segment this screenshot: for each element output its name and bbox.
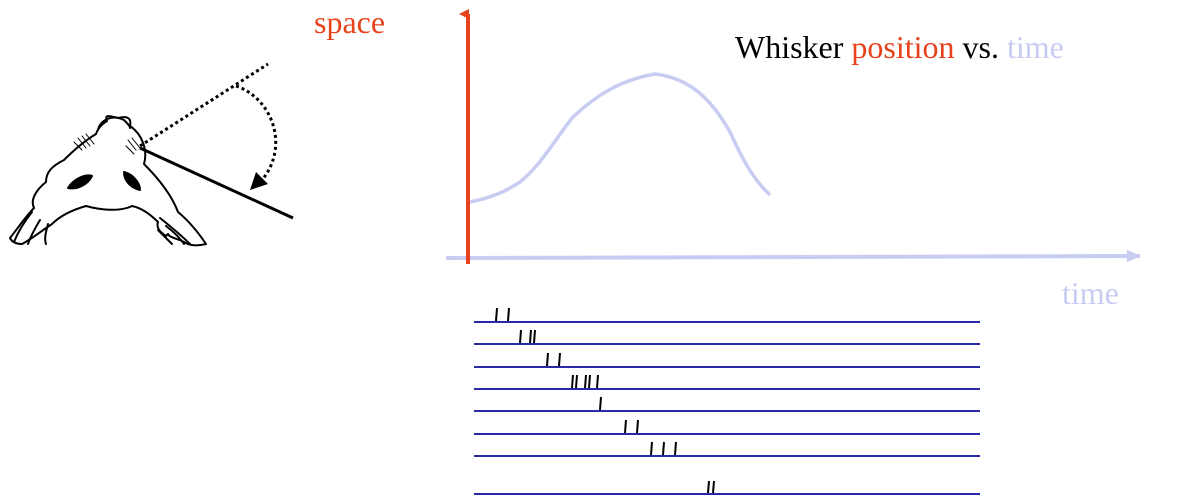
spike-tick [596,374,599,389]
spike-tick [584,374,587,389]
spike-tick [650,441,653,456]
spike-tick [571,374,574,389]
spike-tick [624,419,627,434]
time-axis [445,250,1141,263]
rat-eye-right [123,171,141,191]
spike-tick [712,480,715,494]
spike-tick [674,441,677,456]
spike-tick [588,374,591,389]
spike-tick [558,352,561,367]
spike-tick [662,441,665,456]
spike-tick [546,352,549,367]
spike-raster [474,307,980,495]
space-axis-label: space [314,4,385,40]
spike-tick [599,396,602,411]
rat-head-top-view-icon [9,115,207,247]
title-part-time: time [1007,29,1064,65]
time-axis-label: time [1062,275,1119,311]
title-part-whisker: Whisker [735,29,851,65]
spike-tick [575,374,578,389]
whisker-position-curve [469,72,772,204]
whisker-protracted-dotted [139,62,269,148]
title-part-position: position [851,29,954,65]
spike-tick [707,480,710,494]
rat-head-outline [9,115,207,247]
spike-tick [533,329,536,344]
whisker-line [139,146,294,220]
spike-tick [507,307,510,322]
spike-tick [495,307,498,322]
spike-tick [529,329,532,344]
rat-eye-left [67,174,93,190]
title-part-vs: vs. [955,29,1007,65]
diagram-title: Whisker position vs. time [735,29,1064,65]
spike-tick [519,329,522,344]
spike-tick [636,419,639,434]
curved-dotted-arrow-icon [235,84,278,190]
